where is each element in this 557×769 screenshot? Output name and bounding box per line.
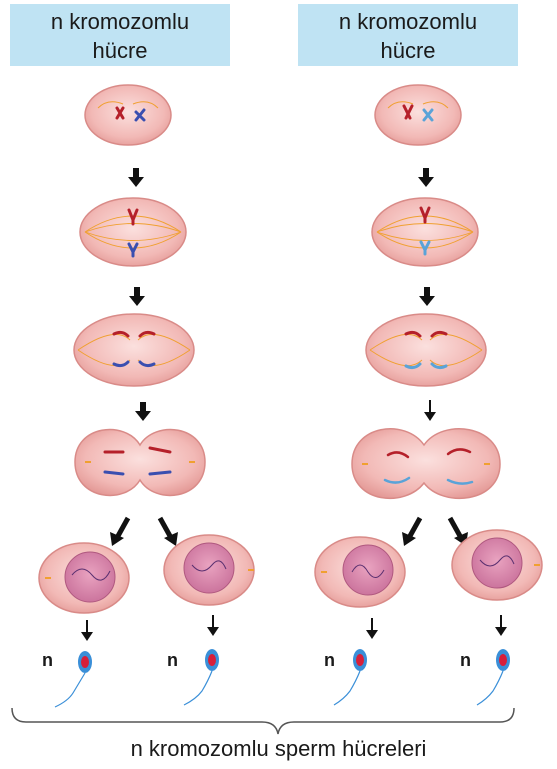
left-daughter-cell-b (164, 535, 254, 605)
left-cell-stage3 (74, 314, 194, 386)
sperm-2 (184, 649, 219, 705)
sperm-4 (477, 649, 510, 705)
right-arrow-5 (495, 615, 507, 636)
left-split-arrows (110, 518, 178, 546)
right-cell-stage4 (352, 429, 500, 499)
right-daughter-cell-a (315, 537, 405, 607)
left-arrow-5 (207, 615, 219, 636)
left-arrow-4 (81, 620, 93, 641)
sperm-1 (55, 651, 92, 707)
footer-caption: n kromozomlu sperm hücreleri (0, 736, 557, 762)
grouping-brace (12, 708, 514, 734)
n-label-3: n (324, 650, 335, 671)
left-cell-stage4 (75, 430, 205, 496)
left-arrow-2 (129, 287, 145, 306)
left-cell-stage2 (80, 198, 186, 266)
right-arrow-2 (419, 287, 435, 306)
n-label-4: n (460, 650, 471, 671)
right-daughter-cell-b (452, 530, 542, 600)
right-cell-stage3 (366, 314, 486, 386)
right-split-arrows (402, 518, 468, 546)
right-cell-stage1 (375, 85, 461, 145)
right-arrow-1 (418, 168, 434, 187)
right-arrow-3 (424, 400, 436, 421)
left-arrow-1 (128, 168, 144, 187)
sperm-3 (334, 649, 367, 705)
n-label-2: n (167, 650, 178, 671)
right-cell-stage2 (372, 198, 478, 266)
right-arrow-4 (366, 618, 378, 639)
left-arrow-3 (135, 402, 151, 421)
n-label-1: n (42, 650, 53, 671)
left-daughter-cell-a (39, 543, 129, 613)
left-cell-stage1 (85, 85, 171, 145)
